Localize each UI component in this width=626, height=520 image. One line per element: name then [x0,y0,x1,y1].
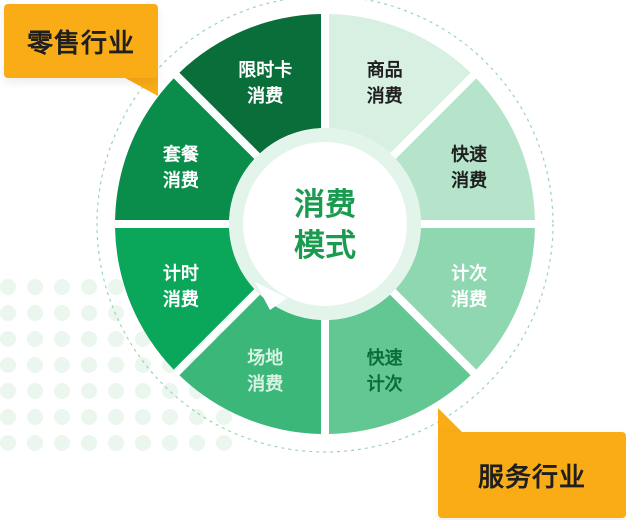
center-title-line1: 消费 [294,187,356,223]
segment-label-changdi-line1: 场地 [247,347,283,369]
decoration-dot [189,409,205,425]
center-hub [243,142,407,306]
decoration-dot [81,383,97,399]
segment-label-shangpin-line1: 商品 [367,59,403,81]
decoration-dot [108,305,124,321]
segment-label-jishi-line2: 消费 [163,289,199,311]
decoration-dot [81,305,97,321]
decoration-dot [27,279,43,295]
segment-jishi [115,227,255,370]
service-industry-tag: 服务行业 [438,432,626,518]
retail-industry-tag: 零售行业 [4,4,158,78]
decoration-dot [108,279,124,295]
decoration-dot [216,409,232,425]
segment-changdi [179,294,322,434]
decoration-dot [81,409,97,425]
decoration-dot [162,409,178,425]
decoration-dot [108,383,124,399]
segment-label-kuaisujici-line2: 计次 [367,373,403,395]
decoration-dot [27,305,43,321]
decoration-dot [54,305,70,321]
decoration-dot [162,435,178,451]
service-industry-label: 服务行业 [477,462,586,493]
decoration-dot [54,357,70,373]
retail-tag-tail [118,74,158,96]
decoration-dot [189,435,205,451]
dashed-outer-ring [96,0,554,453]
decoration-dot [108,331,124,347]
segment-shangpin [328,14,471,154]
decoration-dot [0,357,16,373]
segment-xianshika [179,14,322,154]
decoration-dot [81,435,97,451]
decoration-dot [108,409,124,425]
decoration-dot [54,435,70,451]
segment-jici [395,227,535,370]
segment-label-shangpin-line2: 消费 [367,85,403,107]
segment-label-kuaisu-line1: 快速 [451,143,487,165]
center-title-line2: 模式 [294,228,356,264]
segment-label-kuaisujici-line1: 快速 [367,347,403,369]
decoration-dot [0,305,16,321]
decoration-dot [27,383,43,399]
segment-kuaisu [395,78,535,221]
decoration-dot [27,357,43,373]
segment-label-jishi-line1: 计时 [163,263,199,285]
segment-label-jici-line1: 计次 [451,263,487,285]
segment-kuaisujici [328,294,471,434]
decoration-dot [54,409,70,425]
decoration-dot [135,409,151,425]
center-hub-pointer [255,282,287,310]
decoration-dot [135,357,151,373]
decoration-dot [135,383,151,399]
segment-label-kuaisu-line2: 消费 [451,169,487,191]
decoration-dot [0,279,16,295]
decoration-dot [0,435,16,451]
segment-label-xianshika-line1: 限时卡 [238,59,292,81]
decoration-dot [27,331,43,347]
segment-label-taocan-line2: 消费 [163,169,199,191]
retail-industry-label: 零售行业 [26,28,135,59]
decoration-dot [0,409,16,425]
segment-label-jici-line2: 消费 [451,289,487,311]
decoration-dot [108,357,124,373]
decoration-dot [27,435,43,451]
decoration-dot [81,331,97,347]
decoration-dot [81,279,97,295]
decoration-dot [0,331,16,347]
decoration-dot [81,357,97,373]
segment-taocan [115,78,255,221]
decoration-dot [108,435,124,451]
decoration-dot [54,383,70,399]
segment-label-changdi-line2: 消费 [247,373,283,395]
decoration-dot [27,409,43,425]
segment-label-taocan-line1: 套餐 [163,143,200,165]
decoration-dot [135,435,151,451]
segment-label-xianshika-line2: 消费 [247,85,283,107]
decoration-dot [0,383,16,399]
decoration-dot [54,279,70,295]
decoration-dot [54,331,70,347]
decoration-dot [216,435,232,451]
